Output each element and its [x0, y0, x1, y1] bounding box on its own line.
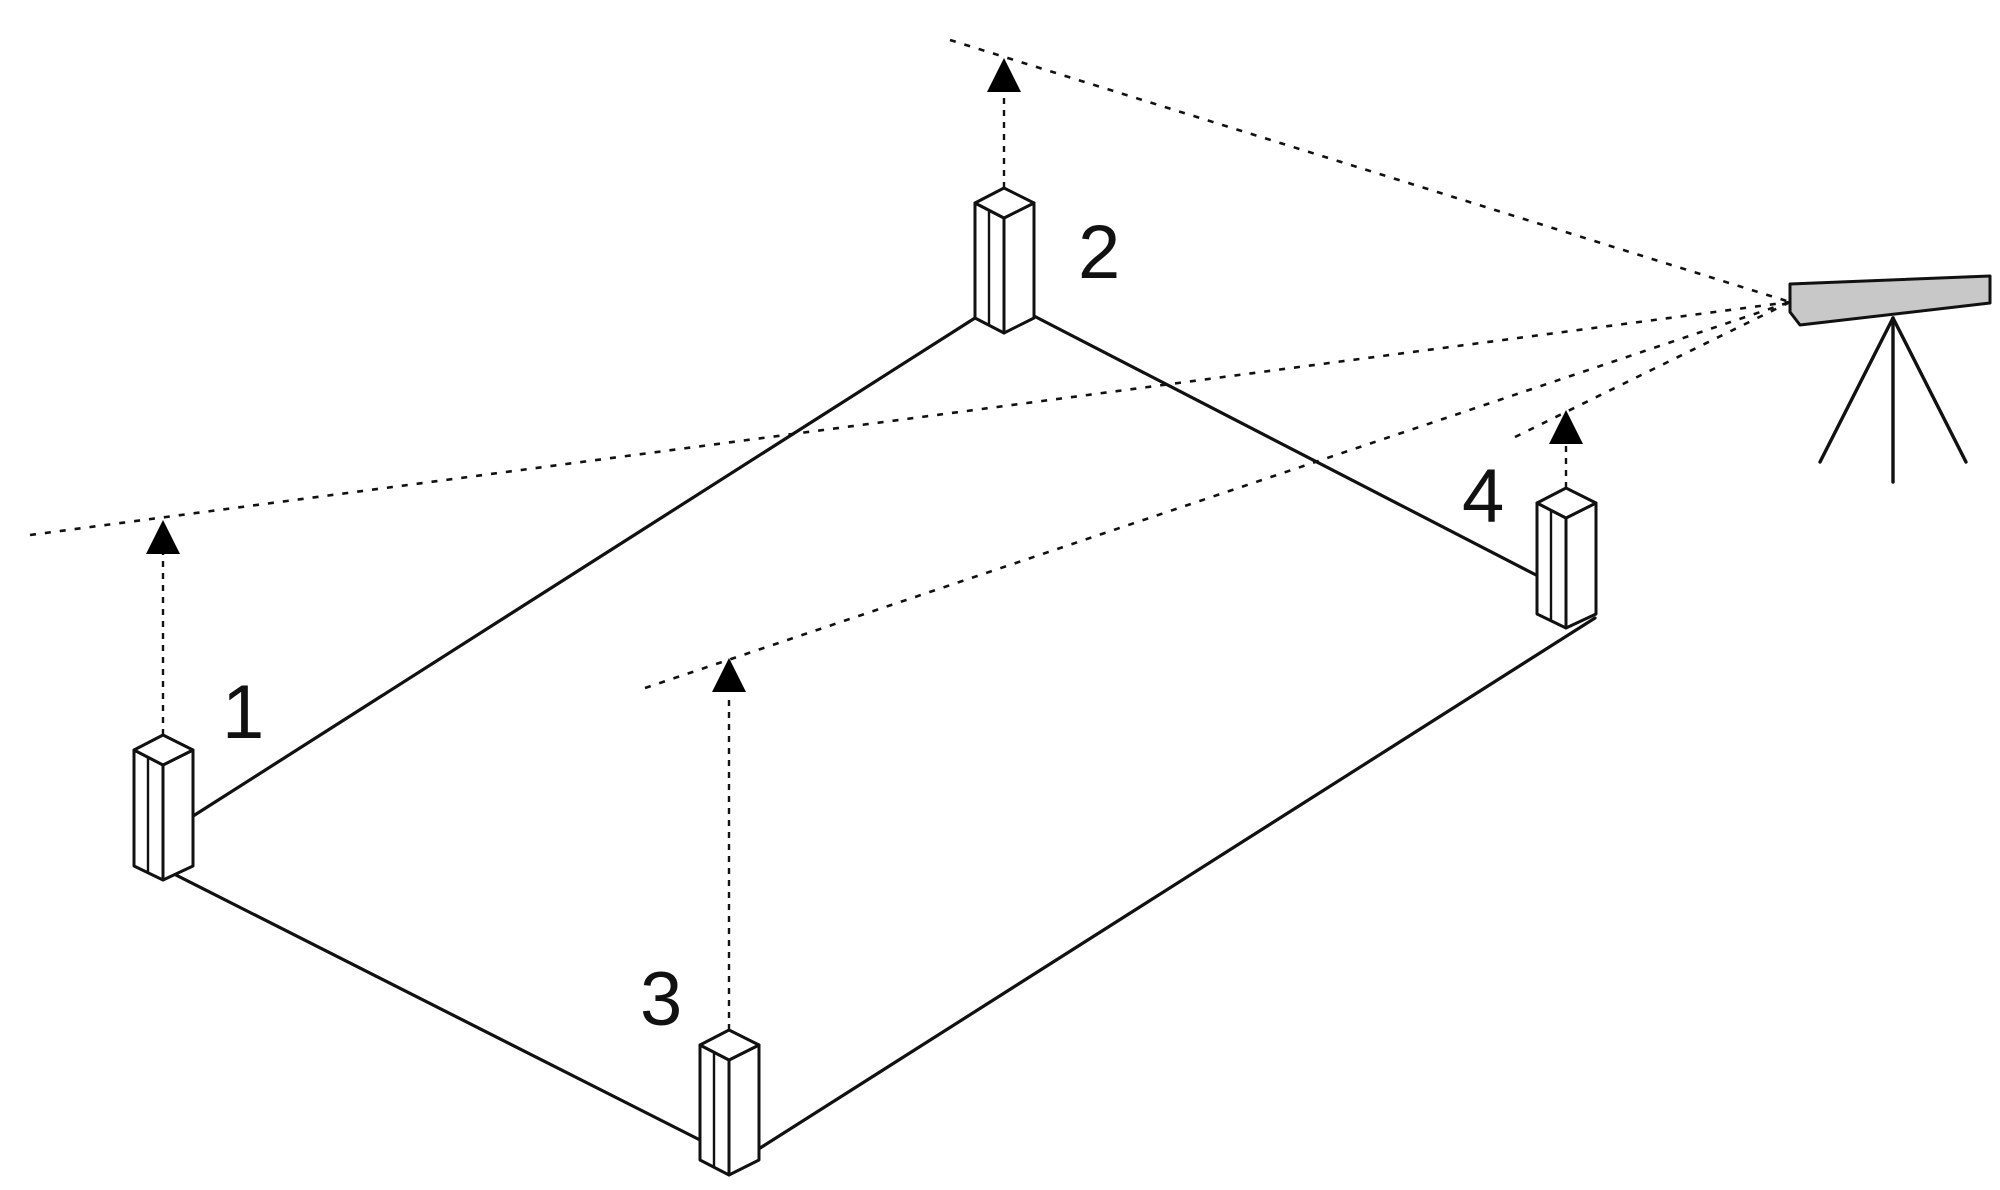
point-label-2: 2	[1078, 210, 1120, 295]
point-label-3: 3	[640, 957, 682, 1042]
post-4-side	[1564, 501, 1598, 630]
tripod-leg-left	[1818, 316, 1895, 464]
post-1: 1	[132, 520, 264, 882]
edge-1-2	[188, 316, 977, 820]
post-4-top	[1535, 486, 1598, 520]
post-3: 3	[640, 658, 761, 1177]
sight-line-to-1	[29, 300, 1791, 537]
sight-line-to-3	[644, 300, 1791, 690]
post-1-side	[161, 748, 195, 882]
arrow-up-icon	[1549, 410, 1583, 444]
plot-outline	[168, 313, 1597, 1152]
point-label-1: 1	[222, 670, 264, 755]
post-2: 2	[973, 58, 1120, 335]
post-3-side	[727, 1043, 761, 1177]
sight-line-to-4	[1514, 300, 1791, 439]
instrument-telescope	[1788, 274, 1992, 327]
post-2-side	[1002, 201, 1036, 335]
sight-line-to-2	[949, 38, 1791, 304]
sight-lines	[29, 38, 1791, 690]
arrow-up-icon	[987, 58, 1021, 92]
point-label-4: 4	[1462, 454, 1504, 539]
post-1-top	[132, 733, 195, 767]
edge-3-1	[168, 870, 702, 1142]
arrow-up-icon	[712, 658, 746, 692]
tripod-leg-right	[1891, 316, 1968, 464]
edge-2-4	[1030, 313, 1540, 578]
post-3-top	[698, 1028, 761, 1062]
post-4: 4	[1462, 410, 1598, 630]
post-2-top	[973, 186, 1036, 220]
level-instrument-icon	[1788, 274, 1992, 484]
edge-4-3	[755, 616, 1597, 1152]
arrow-up-icon	[146, 520, 180, 554]
